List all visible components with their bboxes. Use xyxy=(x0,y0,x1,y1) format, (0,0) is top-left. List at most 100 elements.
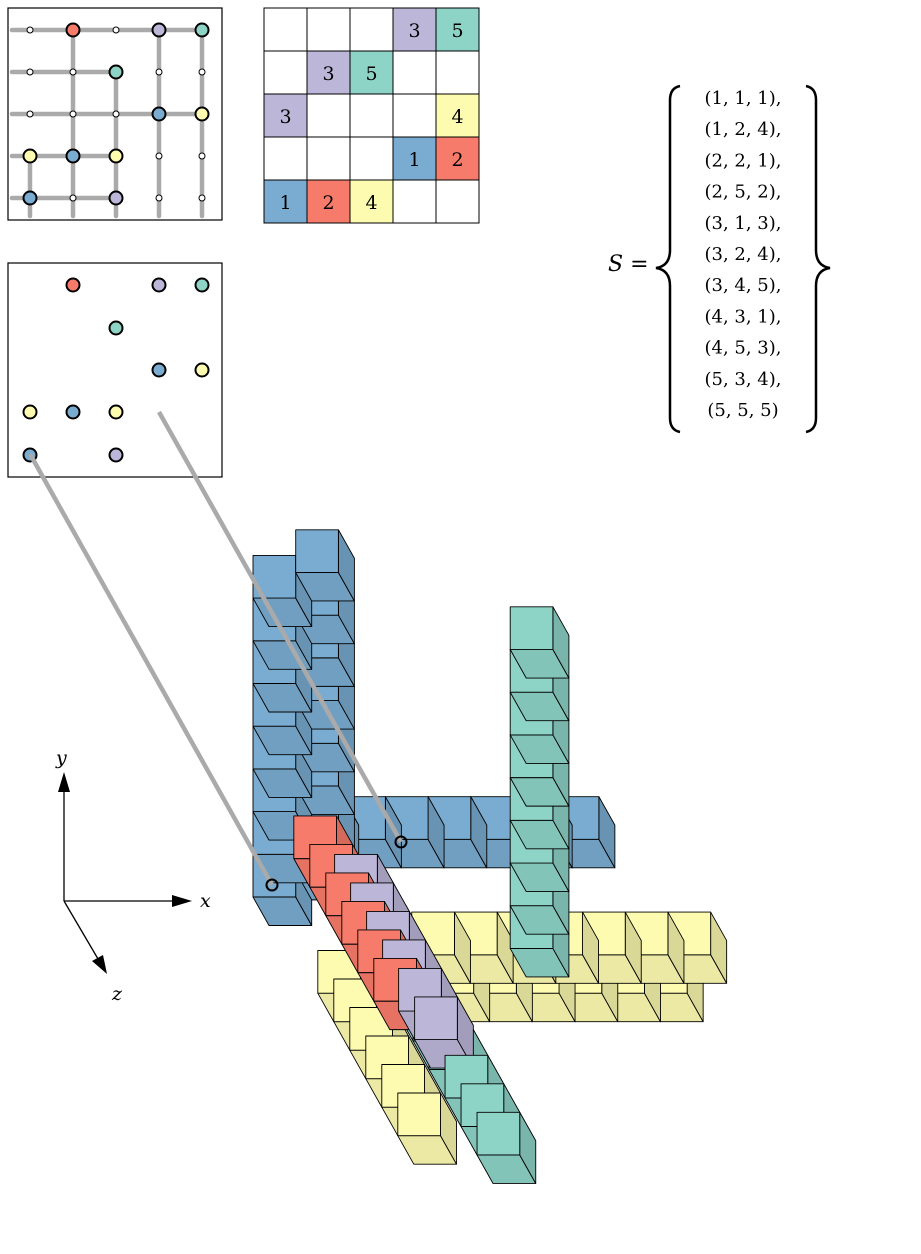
latin-square-cell xyxy=(263,7,308,52)
grid-empty-point xyxy=(112,26,120,34)
latin-square-cell xyxy=(349,93,394,138)
x-axis-arrowhead xyxy=(172,895,192,907)
connector-endpoint-2 xyxy=(394,835,408,849)
grid-empty-point xyxy=(26,68,34,76)
connector-lines xyxy=(28,410,408,892)
panel-dot xyxy=(108,447,124,463)
latin-square-number: 5 xyxy=(365,63,377,85)
dot-panel-frame xyxy=(7,262,223,478)
latin-square-number: 2 xyxy=(451,149,463,171)
latin-square-cell xyxy=(392,179,437,224)
cube-face xyxy=(397,1092,441,1137)
latin-square-cell xyxy=(263,136,308,181)
set-element: (2, 2, 1), xyxy=(704,150,781,171)
latin-square-number: 3 xyxy=(279,106,291,128)
dot-panel xyxy=(7,262,223,478)
coordinate-axes: y x z xyxy=(55,747,211,1005)
latin-square-number: 1 xyxy=(408,149,420,171)
latin-square: 3 5 3 5 3 4 1 2 1 2 4 xyxy=(263,7,480,224)
x-axis-label: x xyxy=(200,890,211,912)
y-axis-label: y xyxy=(55,747,67,769)
y-axis-arrowhead xyxy=(58,772,70,792)
grid-point xyxy=(108,64,124,80)
grid-empty-point xyxy=(26,110,34,118)
set-element: (4, 3, 1), xyxy=(704,306,781,327)
latin-square-number: 3 xyxy=(322,63,334,85)
latin-square-number: 5 xyxy=(451,20,463,42)
latin-square-cell xyxy=(349,7,394,52)
grid-point xyxy=(65,148,81,164)
panel-dot xyxy=(151,277,167,293)
grid-point xyxy=(151,22,167,38)
set-right-brace xyxy=(805,84,831,434)
set-element: (3, 1, 3), xyxy=(704,213,781,234)
set-element: (2, 5, 2), xyxy=(704,182,781,203)
cube-face xyxy=(509,606,554,650)
grid-empty-point xyxy=(26,26,34,34)
panel-dot xyxy=(108,320,124,336)
grid-empty-point xyxy=(112,110,120,118)
set-element: (3, 2, 4), xyxy=(704,244,781,265)
grid-point xyxy=(151,106,167,122)
grid-empty-point xyxy=(69,194,77,202)
grid-point xyxy=(194,22,210,38)
set-element: (4, 5, 3), xyxy=(704,338,781,359)
cube-face xyxy=(295,529,339,573)
set-definition: S = (1, 1, 1),(1, 2, 4),(2, 2, 1),(2, 5,… xyxy=(608,84,831,434)
latin-square-number: 4 xyxy=(451,106,463,128)
grid-empty-point xyxy=(198,68,206,76)
panel-dot xyxy=(194,362,210,378)
grid-empty-point xyxy=(198,194,206,202)
latin-square-cell xyxy=(349,50,394,95)
connector-endpoint-1 xyxy=(265,878,279,892)
latin-square-cell xyxy=(349,179,394,224)
set-element: (5, 3, 4), xyxy=(704,369,781,390)
panel-dot xyxy=(108,404,124,420)
panel-dot xyxy=(151,362,167,378)
point-grid-panel xyxy=(7,7,223,221)
panel-dot xyxy=(194,277,210,293)
latin-square-cell xyxy=(263,179,308,224)
latin-square-cell xyxy=(392,50,437,95)
panel-dot xyxy=(22,404,38,420)
set-elements: (1, 1, 1),(1, 2, 4),(2, 2, 1),(2, 5, 2),… xyxy=(704,88,781,421)
latin-square-number: 4 xyxy=(365,192,377,214)
grid-point xyxy=(65,22,81,38)
latin-square-number: 3 xyxy=(408,20,420,42)
grid-point xyxy=(22,190,38,206)
grid-empty-point xyxy=(69,110,77,118)
panel-dot xyxy=(65,404,81,420)
set-element: (1, 1, 1), xyxy=(704,88,781,109)
set-label: S = xyxy=(608,252,649,277)
latin-square-cell xyxy=(349,136,394,181)
z-axis-label: z xyxy=(111,983,123,1005)
latin-square-cell xyxy=(435,7,480,52)
set-element: (5, 5, 5) xyxy=(707,400,778,421)
connector-line-2 xyxy=(157,410,403,844)
grid-point xyxy=(108,190,124,206)
grid-point xyxy=(22,148,38,164)
set-element: (3, 4, 5), xyxy=(704,275,781,296)
z-axis-arrowhead xyxy=(92,955,107,974)
latin-square-number: 2 xyxy=(322,192,334,214)
grid-empty-point xyxy=(155,68,163,76)
latin-square-cell xyxy=(435,179,480,224)
latin-square-cell xyxy=(435,136,480,181)
cube-face xyxy=(476,1111,521,1156)
latin-square-cell xyxy=(392,93,437,138)
panel-dot xyxy=(65,277,81,293)
cube-face xyxy=(414,996,458,1041)
grid-empty-point xyxy=(69,68,77,76)
latin-square-cell xyxy=(263,50,308,95)
latin-square-cell xyxy=(306,93,351,138)
grid-dots xyxy=(22,22,210,206)
z-axis-line xyxy=(63,900,102,965)
latin-square-cell xyxy=(435,50,480,95)
latin-square-number: 1 xyxy=(279,192,291,214)
latin-square-cell xyxy=(306,136,351,181)
connector-line-1 xyxy=(28,452,274,887)
latin-square-cell xyxy=(306,179,351,224)
grid-point xyxy=(194,106,210,122)
grid-empty-point xyxy=(198,152,206,160)
